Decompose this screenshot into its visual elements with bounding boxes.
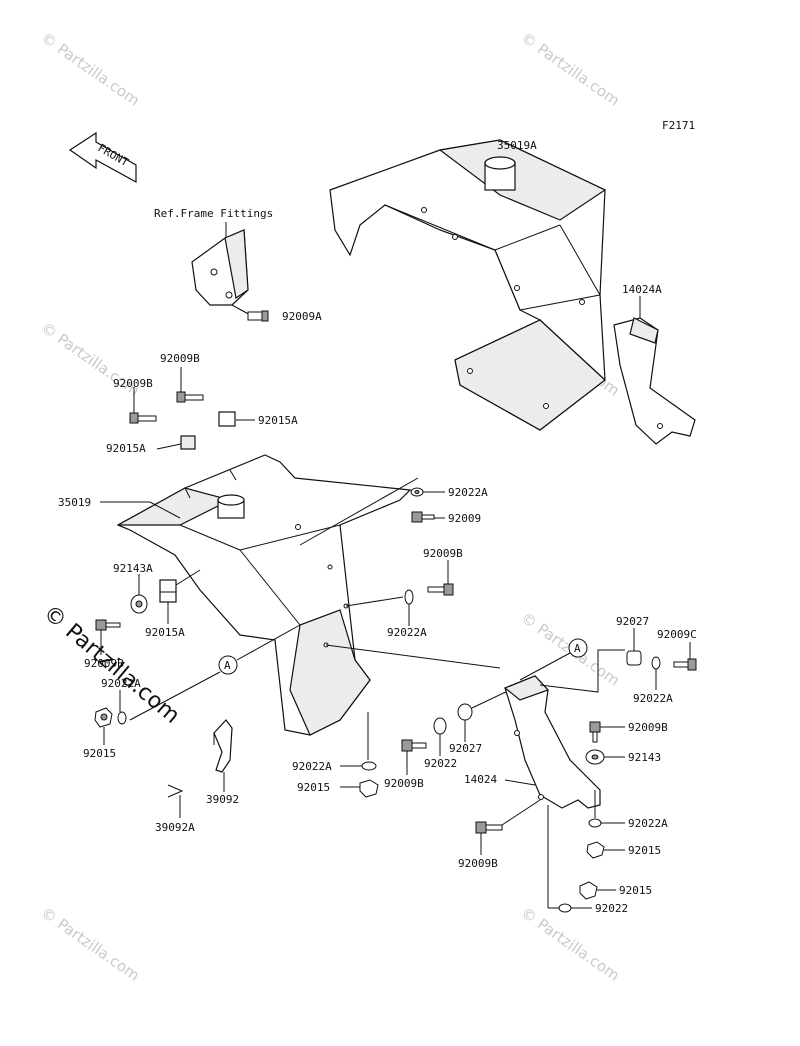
label-35019: 35019 — [58, 496, 91, 509]
label-14024: 14024 — [464, 773, 497, 786]
nut-92015-lower — [359, 779, 379, 798]
clip-92015A-lower — [159, 579, 177, 603]
watermark: © Partzilla.com — [518, 29, 623, 110]
label-92015A-3: 92015A — [145, 626, 185, 639]
bolt-92009B-bottom — [475, 821, 503, 834]
label-92015-1: 92015 — [83, 747, 116, 760]
watermark: © Partzilla.com — [518, 904, 623, 985]
label-92022A-1: 92022A — [448, 486, 488, 499]
ref-frame-fittings-note: Ref.Frame Fittings — [154, 207, 273, 220]
label-92015-4: 92015 — [619, 884, 652, 897]
callout-a-right: A — [568, 638, 588, 658]
label-92009B-3: 92009B — [423, 547, 463, 560]
label-92009B-2: 92009B — [113, 377, 153, 390]
frame-bracket — [191, 229, 249, 306]
label-92009B-5: 92009B — [384, 777, 424, 790]
label-92009B-4: 92009B — [84, 657, 124, 670]
front-fender-35019 — [116, 454, 412, 736]
label-92015-3: 92015 — [628, 844, 661, 857]
label-92022-2: 92022 — [595, 902, 628, 915]
label-92022-1: 92022 — [424, 757, 457, 770]
label-92022A-3: 92022A — [101, 677, 141, 690]
watermark: © Partzilla.com — [38, 29, 143, 110]
label-92027-1: 92027 — [449, 742, 482, 755]
label-92022A-4: 92022A — [292, 760, 332, 773]
nut-92015-right-b — [579, 881, 598, 900]
washer-92022A-top — [410, 487, 424, 497]
label-92015-2: 92015 — [297, 781, 330, 794]
svg-text:A: A — [574, 642, 581, 655]
label-92143A: 92143A — [113, 562, 153, 575]
washer-92022-bottom — [558, 903, 572, 913]
bolt-92009B-lower — [401, 739, 427, 752]
figure-code: F2171 — [662, 119, 695, 132]
nut-92015-left — [94, 707, 113, 728]
label-92022A-5: 92022A — [633, 692, 673, 705]
bolt-92009B-left — [95, 619, 121, 631]
label-92143: 92143 — [628, 751, 661, 764]
label-92009B-7: 92009B — [458, 857, 498, 870]
bolt-92009A — [231, 304, 269, 322]
clamp-39092 — [213, 719, 233, 773]
washer-92022A-lower — [361, 761, 377, 771]
washer-92022A-mid — [404, 589, 414, 605]
rear-fender-35019A — [329, 139, 607, 431]
label-92027-2: 92027 — [616, 615, 649, 628]
washer-92022-mid — [433, 717, 447, 735]
watermark: © Partzilla.com — [38, 904, 143, 985]
label-92015A-1: 92015A — [258, 414, 298, 427]
bracket-14024A — [613, 317, 696, 445]
label-92022A-2: 92022A — [387, 626, 427, 639]
label-92009: 92009 — [448, 512, 481, 525]
label-92009B-6: 92009B — [628, 721, 668, 734]
washer-92022A-right — [651, 656, 661, 670]
label-92015A-2: 92015A — [106, 442, 146, 455]
svg-text:A: A — [224, 659, 231, 672]
spacer-92027-right — [626, 650, 642, 666]
bracket-14024 — [503, 675, 601, 809]
bolt-92009B-upper — [129, 391, 204, 424]
grommet-92143 — [585, 749, 605, 765]
bolt-92009B-mid — [427, 583, 454, 596]
label-92009A: 92009A — [282, 310, 322, 323]
washer-92022A-bottom — [588, 818, 602, 828]
washer-92022A-left — [117, 711, 127, 725]
clip-92015A-upper — [180, 411, 236, 450]
front-arrow: FRONT — [68, 131, 137, 184]
label-14024A: 14024A — [622, 283, 662, 296]
label-92022A-6: 92022A — [628, 817, 668, 830]
label-92009B-1: 92009B — [160, 352, 200, 365]
callout-a-left: A — [218, 655, 238, 675]
label-39092A: 39092A — [155, 821, 195, 834]
label-92009C: 92009C — [657, 628, 697, 641]
grommet-92143A — [130, 594, 148, 614]
spacer-92027-mid — [457, 703, 473, 721]
nut-92015-right-a — [586, 841, 605, 859]
label-39092: 39092 — [206, 793, 239, 806]
label-35019A: 35019A — [497, 139, 537, 152]
bolt-92009C — [673, 658, 697, 671]
bolt-92009B-right — [589, 721, 601, 743]
clip-39092A — [167, 784, 184, 798]
bolt-92009 — [411, 511, 435, 523]
